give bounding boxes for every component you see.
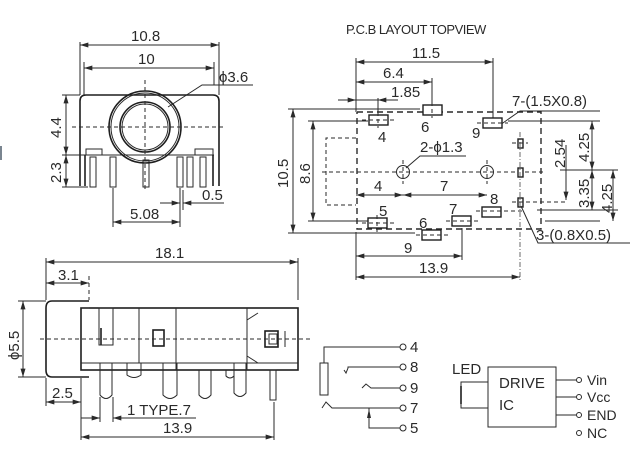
jack-pin-5: 5 xyxy=(410,420,418,437)
pin-terminal-7 xyxy=(399,404,407,412)
side-view: 18.1 3.1 ϕ5.5 xyxy=(6,245,310,440)
ic-pin-end: END xyxy=(587,407,617,423)
dim-10-5: 10.5 xyxy=(275,159,292,188)
dim-hole-spacing-7: 7 xyxy=(440,178,448,195)
jack-pin-4: 4 xyxy=(410,339,418,356)
dim-10: 10 xyxy=(138,51,155,68)
ic-label-ic: IC xyxy=(499,397,514,414)
led-driver-schematic: LED DRIVE IC Vin Vcc END NC xyxy=(452,361,617,441)
dim-11-5: 11.5 xyxy=(412,45,440,62)
pad-4 xyxy=(362,112,394,128)
dim-bottom-9: 9 xyxy=(404,240,412,257)
jack-schematic: 4 8 9 7 5 xyxy=(319,339,418,437)
dim-bottom-13-9: 13.9 xyxy=(419,260,448,277)
pad-6-top xyxy=(422,102,443,118)
dim-0-5: 0.5 xyxy=(202,187,223,204)
pin-terminal-8 xyxy=(399,363,407,371)
pin-terminal-5 xyxy=(399,424,407,432)
ic-label-drive: DRIVE xyxy=(499,375,545,392)
pad-label-6-bottom: 6 xyxy=(419,215,427,232)
pad-label-8: 8 xyxy=(490,191,498,208)
pad-5 xyxy=(362,215,394,232)
contact-spring xyxy=(319,362,329,396)
dim-6-4: 6.4 xyxy=(383,65,404,82)
dim-3-1: 3.1 xyxy=(58,267,79,284)
pin-type-label: 1 TYPE.7 xyxy=(127,402,191,419)
dim-phi-5-5: ϕ5.5 xyxy=(6,331,23,360)
ic-pin-vin: Vin xyxy=(587,372,607,388)
pad-label-5: 5 xyxy=(379,203,387,220)
front-view: 10.8 10 ϕ3.6 4.4 2.3 xyxy=(48,28,253,227)
dim-18-1: 18.1 xyxy=(155,245,184,262)
small-pad-spec-label: 3-(0.8X0.5) xyxy=(536,227,611,244)
pad-8 xyxy=(476,206,522,218)
ic-pin-terminal-end xyxy=(576,412,582,418)
dim-5-08: 5.08 xyxy=(130,206,159,223)
pad-label-6-top: 6 xyxy=(421,119,429,136)
dim-10-8: 10.8 xyxy=(131,28,160,45)
pad-9 xyxy=(477,117,508,129)
jack-pin-8: 8 xyxy=(410,359,418,376)
dim-1-85: 1.85 xyxy=(391,84,420,101)
pcb-layout: P.C.B LAYOUT TOPVIEW 11.5 6.4 1.85 7-(1.… xyxy=(275,22,630,280)
dim-3-35: 3.35 xyxy=(576,179,593,208)
dim-4-25-top: 4.25 xyxy=(576,133,593,162)
dim-2-5: 2.5 xyxy=(52,385,73,402)
pad-label-4: 4 xyxy=(378,129,386,146)
pin-terminal-9 xyxy=(399,384,407,392)
ic-pin-terminal-nc xyxy=(576,430,582,436)
jack-pin-9: 9 xyxy=(410,380,418,397)
ic-pin-vcc: Vcc xyxy=(587,389,610,405)
ic-pin-terminal-vin xyxy=(576,377,582,383)
jack-pin-7: 7 xyxy=(410,400,418,417)
edge-artifact xyxy=(0,146,2,160)
pad-label-9: 9 xyxy=(472,125,480,142)
dim-2-54: 2.54 xyxy=(552,139,569,168)
pad-spec-label: 7-(1.5X0.8) xyxy=(512,93,587,110)
dim-2-3: 2.3 xyxy=(48,162,65,183)
ic-pin-terminal-vcc xyxy=(576,394,582,400)
pad-label-7: 7 xyxy=(449,201,457,218)
dim-phi-3-6: ϕ3.6 xyxy=(219,69,248,86)
led-label: LED xyxy=(452,361,481,378)
pad-7 xyxy=(446,215,478,227)
hole-spec-label: 2-ϕ1.3 xyxy=(420,139,463,156)
dim-hole-offset-4: 4 xyxy=(374,178,382,195)
dim-8-6: 8.6 xyxy=(297,163,314,184)
pin-terminal-4 xyxy=(399,343,407,351)
dim-4-4: 4.4 xyxy=(48,117,65,138)
ic-pin-nc: NC xyxy=(587,425,607,441)
pad-6-bottom xyxy=(416,229,448,241)
dim-side-13-9: 13.9 xyxy=(163,420,192,437)
pcb-layout-title: P.C.B LAYOUT TOPVIEW xyxy=(346,22,487,37)
dim-4-25-bottom: 4.25 xyxy=(599,184,616,213)
small-pad-2 xyxy=(517,167,524,178)
